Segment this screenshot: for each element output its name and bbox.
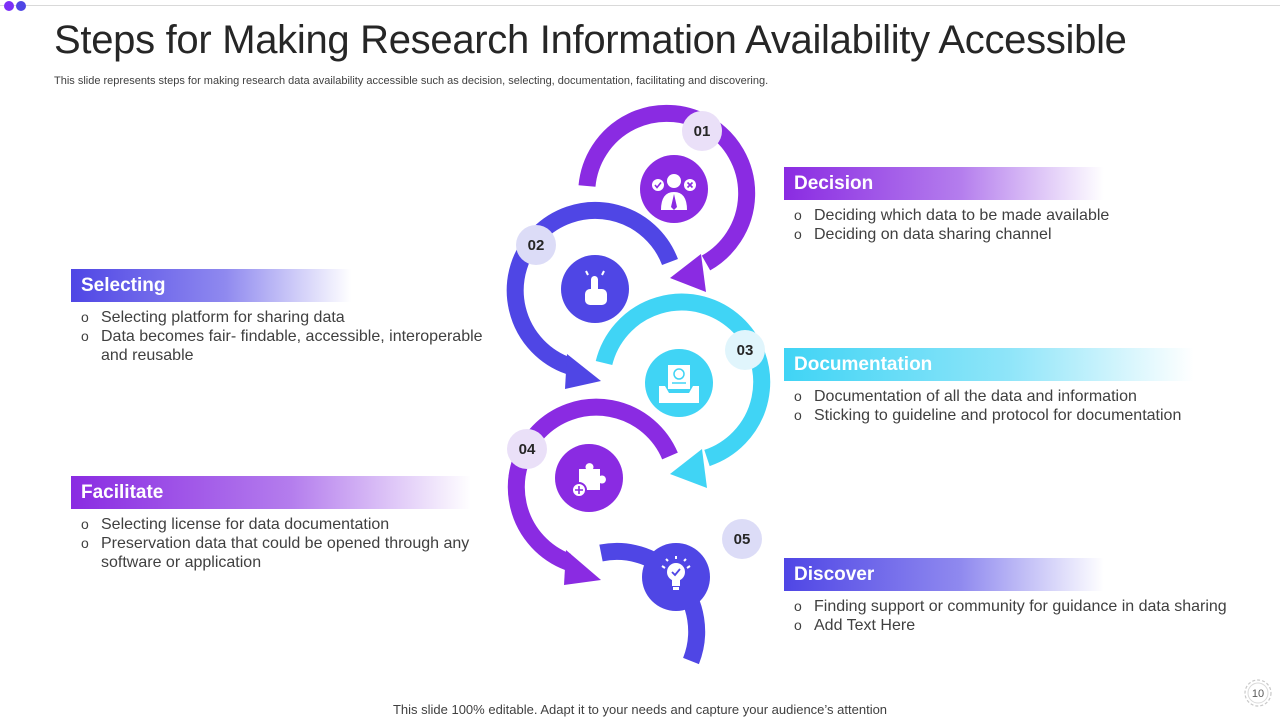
svg-text:01: 01 (694, 123, 711, 140)
lightbulb-icon (642, 543, 710, 611)
svg-text:02: 02 (528, 237, 545, 254)
bullet-marker: o (794, 617, 802, 633)
gear-icon (1244, 679, 1272, 707)
step-header-selecting: Selecting (71, 269, 351, 302)
top-divider-line (0, 5, 1280, 6)
step-number-badge-02: 02 (516, 225, 556, 265)
step-number-badge-04: 04 (507, 429, 547, 469)
step-header-facilitate: Facilitate (71, 476, 471, 509)
step-header-decision: Decision (784, 167, 1104, 200)
step-header-discover: Discover (784, 558, 1104, 591)
decor-dot-blue (16, 1, 26, 11)
bullet-marker: o (81, 516, 89, 532)
page-number-badge: 10 (1244, 679, 1272, 707)
step-header-documentation: Documentation (784, 348, 1194, 381)
bullet-marker: o (794, 598, 802, 614)
svg-text:03: 03 (737, 342, 754, 359)
hand-pointer-icon (561, 255, 629, 323)
bullet-marker: o (794, 207, 802, 223)
step-number-badge-01: 01 (682, 111, 722, 151)
step-number-badge-05: 05 (722, 519, 762, 559)
bullet-marker: o (794, 407, 802, 423)
bullet-marker: o (794, 226, 802, 242)
page-title: Steps for Making Research Information Av… (54, 18, 1127, 62)
puzzle-icon (555, 444, 623, 512)
arc-step-03 (595, 293, 771, 488)
footer-note: This slide 100% editable. Adapt it to yo… (392, 702, 888, 717)
svg-text:04: 04 (519, 441, 536, 458)
arc-step-04 (507, 398, 678, 585)
bullet-marker: o (794, 388, 802, 404)
page-number: 10 (1252, 688, 1264, 700)
document-inbox-icon (645, 349, 713, 417)
svg-text:05: 05 (734, 531, 751, 548)
user-decision-icon (640, 155, 708, 223)
bullet-marker: o (81, 309, 89, 325)
decor-dot-purple (4, 1, 14, 11)
bullet-marker: o (81, 328, 89, 344)
step-number-badge-03: 03 (725, 330, 765, 370)
bullet-marker: o (81, 535, 89, 551)
page-subtitle: This slide represents steps for making r… (54, 75, 769, 87)
